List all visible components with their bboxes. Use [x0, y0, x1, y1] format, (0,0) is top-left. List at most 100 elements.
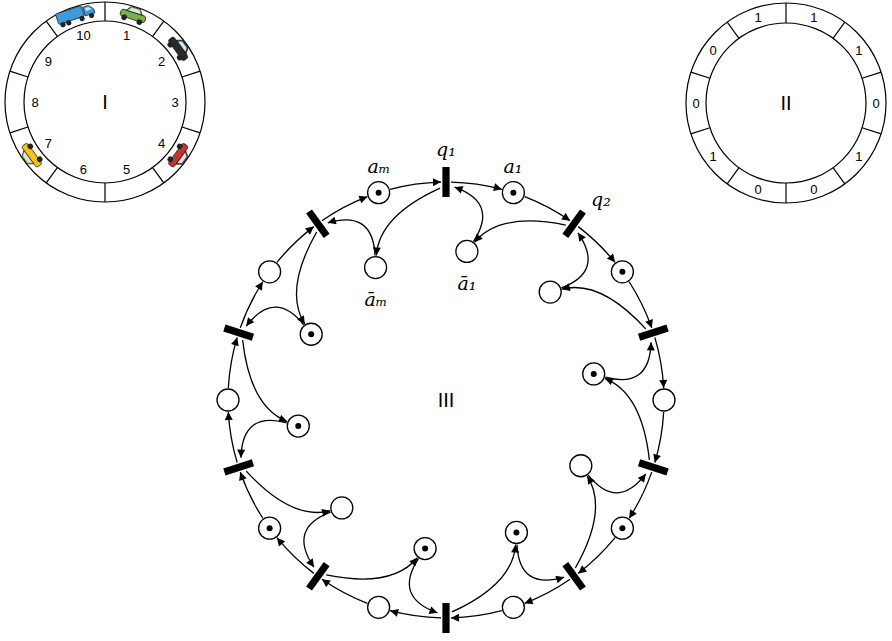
arc — [243, 340, 288, 421]
arc — [304, 512, 331, 567]
arc — [562, 288, 646, 329]
car-cabin — [126, 5, 143, 15]
car-icon — [118, 4, 147, 27]
arc — [328, 220, 375, 256]
place-circle — [502, 182, 524, 204]
arc — [240, 282, 263, 328]
cell-divider — [46, 168, 57, 183]
place-circle — [505, 521, 527, 543]
token-dot — [619, 269, 625, 275]
wheel — [36, 155, 44, 163]
cell-divider — [691, 128, 710, 134]
arc — [228, 337, 237, 388]
car-window — [178, 153, 188, 165]
cell-number: 8 — [31, 96, 38, 109]
wheel — [88, 12, 95, 19]
place-circle — [300, 323, 322, 345]
cell-divider — [10, 71, 28, 77]
arc — [578, 538, 615, 574]
transition-label: q₂ — [591, 190, 611, 209]
cell-divider — [46, 21, 57, 36]
bit-value: 0 — [710, 44, 717, 57]
arc — [525, 579, 570, 603]
place-circle — [331, 497, 353, 519]
arc — [241, 420, 287, 457]
car-window — [22, 152, 32, 164]
car-window — [129, 7, 142, 14]
arc — [277, 538, 314, 574]
figure-label: III — [438, 390, 455, 410]
place-label: a₁ — [504, 157, 523, 176]
transition-bar — [306, 562, 329, 591]
car-window — [178, 40, 188, 52]
place-circle — [456, 240, 478, 262]
car-cabin — [20, 150, 34, 166]
cell-number: 7 — [45, 137, 52, 150]
wheel — [26, 142, 34, 150]
place-circle — [217, 389, 239, 411]
arc — [561, 233, 588, 288]
car-cabin — [176, 37, 190, 53]
arc — [605, 378, 650, 459]
transition-bar — [223, 325, 254, 341]
car-cabin — [176, 151, 190, 167]
token-dot — [422, 546, 428, 552]
transition-bar — [562, 209, 585, 238]
token-dot — [308, 331, 314, 337]
binary-ring — [686, 3, 886, 203]
arc — [409, 559, 437, 613]
cell-divider — [10, 127, 28, 133]
arc — [575, 476, 595, 568]
arc — [655, 337, 664, 388]
car-icon — [165, 141, 193, 171]
arc — [277, 227, 314, 263]
cell-divider — [104, 2, 105, 21]
cell-divider — [785, 183, 786, 203]
token-dot — [295, 423, 301, 429]
arc — [588, 474, 645, 493]
cell-number: 4 — [158, 137, 165, 150]
arc — [475, 221, 566, 242]
transition-bar — [442, 167, 449, 197]
cell-divider — [862, 72, 881, 78]
arc — [228, 412, 237, 463]
cell-number: 1 — [123, 29, 130, 42]
transition-bar — [638, 325, 669, 341]
cell-divider — [833, 22, 845, 38]
cell-divider — [785, 3, 786, 23]
arc — [326, 558, 417, 579]
arc — [655, 412, 664, 463]
place-circle — [259, 517, 281, 539]
arc — [605, 342, 651, 379]
place-circle — [583, 363, 605, 385]
place-circle — [287, 415, 309, 437]
ring-road — [5, 2, 205, 202]
cell-number: 6 — [80, 162, 87, 175]
transition-bar — [223, 459, 254, 475]
cell-number: 5 — [123, 162, 130, 175]
wheel — [65, 20, 72, 27]
wheel — [166, 41, 174, 49]
arc — [322, 197, 367, 221]
car-icon — [165, 33, 193, 63]
place-circle — [539, 281, 561, 303]
figure-label: II — [780, 93, 791, 113]
arc — [455, 187, 483, 241]
petri-net — [217, 167, 675, 633]
figure-label: I — [102, 92, 108, 112]
token-dot — [376, 190, 382, 196]
ring-outer — [686, 3, 886, 203]
truck-window — [85, 6, 92, 11]
cell-divider — [691, 72, 710, 78]
bit-value: 1 — [710, 149, 717, 162]
place-circle — [502, 596, 524, 618]
cell-divider — [182, 127, 200, 133]
token-dot — [267, 525, 273, 531]
cell-number: 10 — [76, 29, 90, 42]
token-dot — [619, 525, 625, 531]
place-circle — [570, 455, 592, 477]
arc — [629, 282, 652, 328]
transition-label: q₁ — [436, 140, 456, 159]
cell-divider — [833, 168, 845, 184]
